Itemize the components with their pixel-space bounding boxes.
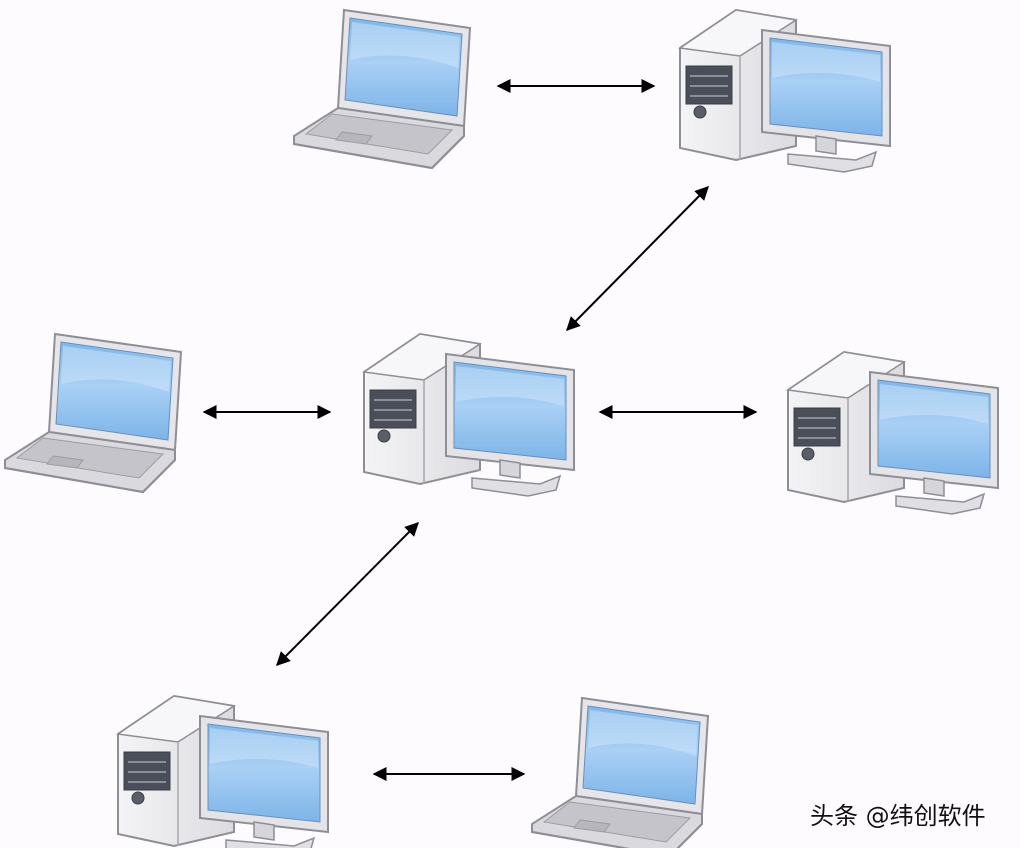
link-arrow [566, 186, 709, 331]
laptop-top-icon [293, 9, 471, 169]
laptop-left-icon [4, 333, 182, 493]
laptop-bottom-icon [531, 697, 709, 848]
desktop-center-icon [363, 333, 575, 497]
watermark-text: 头条 @纬创软件 [810, 802, 986, 830]
desktop-top-right-icon [679, 9, 891, 173]
desktop-right-icon [787, 351, 999, 515]
link-arrow [276, 522, 419, 666]
desktop-bottom-left-icon [117, 695, 329, 848]
